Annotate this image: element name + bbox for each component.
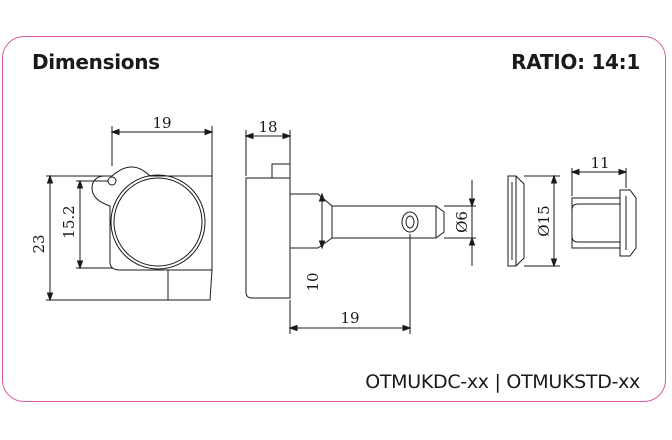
side-view <box>244 130 476 334</box>
dim-post-length: 19 <box>340 309 359 327</box>
dim-washer-diameter: Ø15 <box>535 205 553 236</box>
dim-front-height: 23 <box>30 234 48 253</box>
dim-shaft-diameter: Ø6 <box>453 211 471 233</box>
dim-bushing-length: 11 <box>590 154 609 172</box>
front-view <box>46 126 214 302</box>
bushing-view <box>570 168 637 257</box>
section-title: Dimensions <box>32 50 160 74</box>
washer-view <box>507 174 560 268</box>
dim-front-width: 19 <box>152 114 171 132</box>
gear-ratio-label: RATIO: 14:1 <box>511 50 640 74</box>
model-numbers: OTMUKDC-xx | OTMUKSTD-xx <box>365 371 640 393</box>
dim-side-width: 18 <box>258 118 277 136</box>
dim-front-inner-height: 15.2 <box>60 205 78 238</box>
dimensions-card <box>2 36 666 402</box>
dim-base-height: 10 <box>304 272 322 291</box>
